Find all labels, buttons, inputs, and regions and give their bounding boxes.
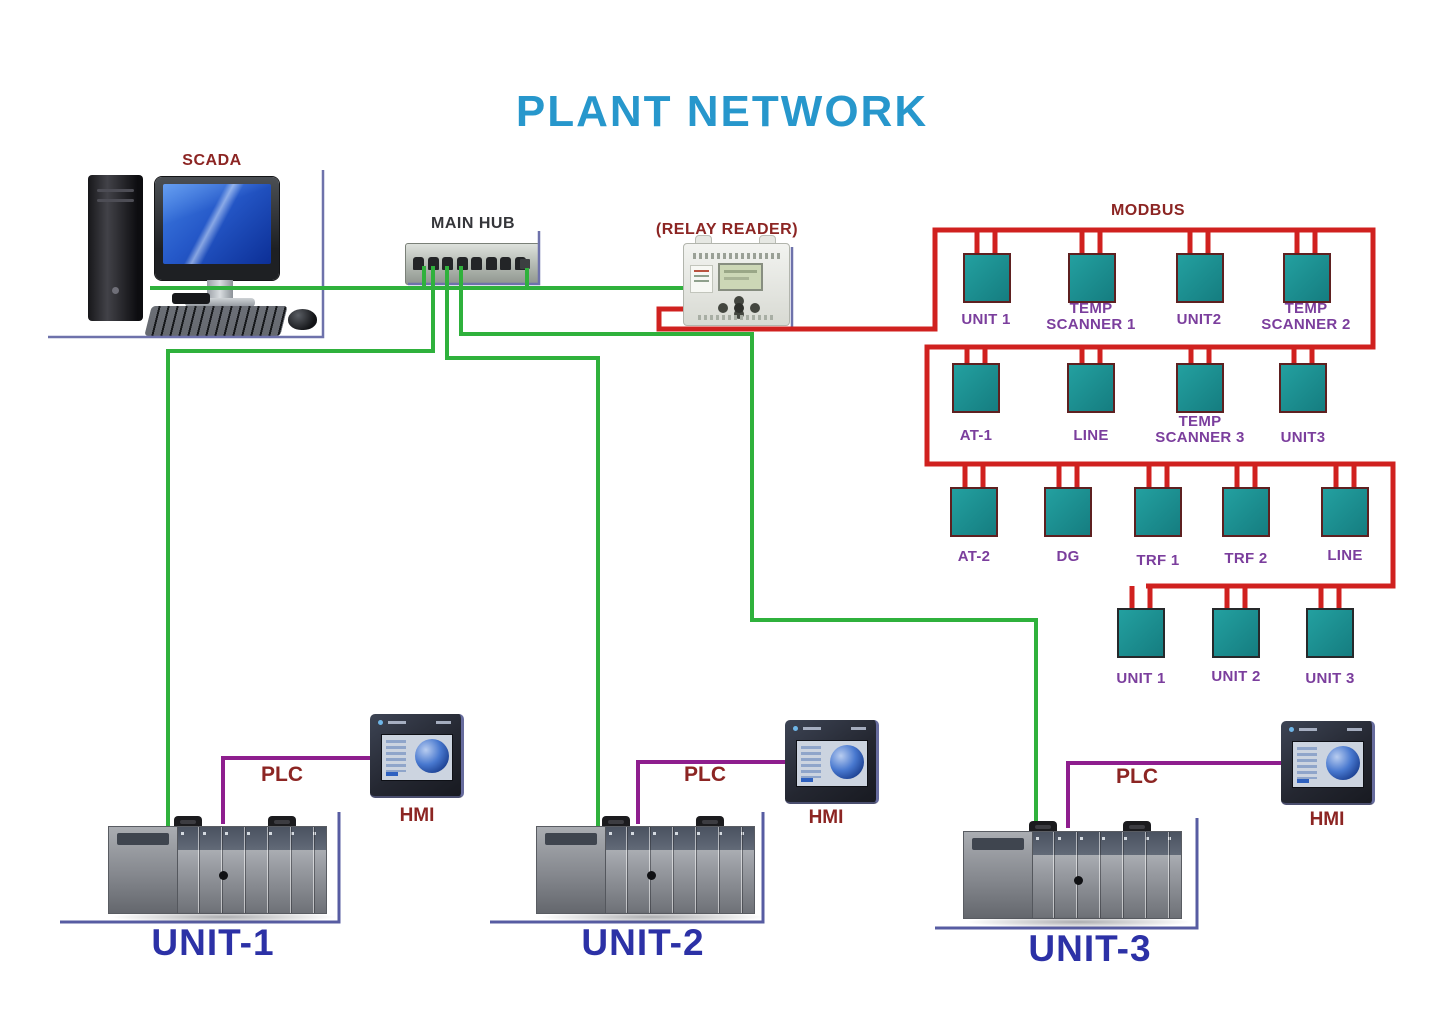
node-label: TEMP SCANNER 3 — [1155, 413, 1245, 447]
hmi-label-unit3: HMI — [1309, 809, 1345, 830]
gauge-graphic — [1326, 746, 1360, 780]
hmi-label-unit2: HMI — [808, 807, 844, 828]
relay-reader-panel — [690, 265, 713, 293]
modbus-trunk — [656, 227, 1396, 589]
modbus-node — [1306, 608, 1354, 658]
ethernet-hub-unit1 — [166, 266, 435, 826]
frame-line-unit3 — [935, 818, 1199, 930]
node-label: LINE — [1073, 427, 1109, 444]
unit1-title: UNIT-1 — [151, 922, 275, 963]
modbus-node — [1176, 253, 1224, 303]
modbus-node — [963, 253, 1011, 303]
plc-hmi-unit2 — [636, 760, 787, 824]
node-label: AT-2 — [957, 548, 991, 565]
gauge-graphic — [830, 745, 864, 779]
gauge-graphic — [415, 739, 449, 773]
plc-label-unit2: PLC — [684, 763, 726, 786]
plc-label-unit3: PLC — [1116, 765, 1158, 788]
frame-line-hub — [408, 231, 541, 286]
computer-monitor — [155, 177, 279, 280]
modbus-node — [1283, 253, 1331, 303]
ethernet-hub-unit3 — [459, 266, 1038, 832]
plc-rack-unit3 — [963, 821, 1192, 928]
hmi-panel-unit2 — [785, 720, 879, 804]
node-label: TEMP SCANNER 1 — [1046, 300, 1136, 334]
modbus-node — [1222, 487, 1270, 537]
node-label: UNIT 1 — [1116, 670, 1166, 687]
unit3-title: UNIT-3 — [1028, 928, 1152, 969]
modbus-bus-lines — [656, 227, 1396, 610]
modbus-node — [1044, 487, 1092, 537]
main-hub-label: MAIN HUB — [431, 215, 515, 232]
hmi-panel-unit1 — [370, 714, 464, 798]
hmi-panel-unit3 — [1281, 721, 1375, 805]
ethernet-hub-unit2 — [445, 266, 600, 826]
modbus-label: MODBUS — [1110, 202, 1186, 219]
modbus-node — [950, 487, 998, 537]
plc-rack-unit1 — [108, 816, 337, 923]
plc-hmi-unit1 — [221, 756, 372, 824]
node-label: UNIT2 — [1176, 311, 1222, 328]
modbus-node — [1068, 253, 1116, 303]
monitor-base — [185, 298, 255, 307]
plc-hmi-unit3 — [1066, 761, 1284, 828]
node-label: UNIT 1 — [961, 311, 1011, 328]
node-label: UNIT 3 — [1305, 670, 1355, 687]
node-label: TEMP SCANNER 2 — [1261, 300, 1351, 334]
modbus-node — [1279, 363, 1327, 413]
hub-uplink-port — [520, 259, 530, 269]
plc-rack-unit2 — [536, 816, 765, 923]
page-title: PLANT NETWORK — [515, 87, 929, 136]
modbus-node — [1212, 608, 1260, 658]
computer-mouse — [288, 309, 317, 330]
modbus-node — [1117, 608, 1165, 658]
computer-tower — [88, 175, 143, 321]
plc-label-unit1: PLC — [261, 763, 303, 786]
unit2-title: UNIT-2 — [581, 922, 705, 963]
relay-reader-keys — [714, 296, 764, 320]
node-label: AT-1 — [959, 427, 993, 444]
node-label: UNIT3 — [1280, 429, 1326, 446]
frame-line-unit2 — [490, 812, 765, 924]
ethernet-lines — [150, 266, 1038, 832]
relay-reader-lcd — [718, 263, 763, 291]
modbus-node — [952, 363, 1000, 413]
node-label: DG — [1056, 548, 1080, 565]
modbus-node — [1176, 363, 1224, 413]
plc-hmi-lines — [221, 756, 1284, 828]
modbus-node — [1134, 487, 1182, 537]
node-label: UNIT 2 — [1211, 668, 1261, 685]
relay-reader-label: (RELAY READER) — [655, 221, 799, 238]
scada-label: SCADA — [182, 152, 242, 169]
frame-line-unit1 — [60, 812, 341, 924]
relay-reader-device — [683, 235, 790, 326]
node-label: TRF 2 — [1224, 550, 1268, 567]
modbus-node — [1067, 363, 1115, 413]
monitor-screen — [163, 184, 271, 264]
frame-line-scada — [48, 170, 325, 339]
node-label: LINE — [1327, 547, 1363, 564]
hmi-label-unit1: HMI — [399, 805, 435, 826]
node-label: TRF 1 — [1136, 552, 1180, 569]
modbus-node — [1321, 487, 1369, 537]
desk-device — [172, 293, 210, 304]
main-hub-device — [405, 243, 540, 285]
relay-reader-body — [683, 243, 790, 326]
